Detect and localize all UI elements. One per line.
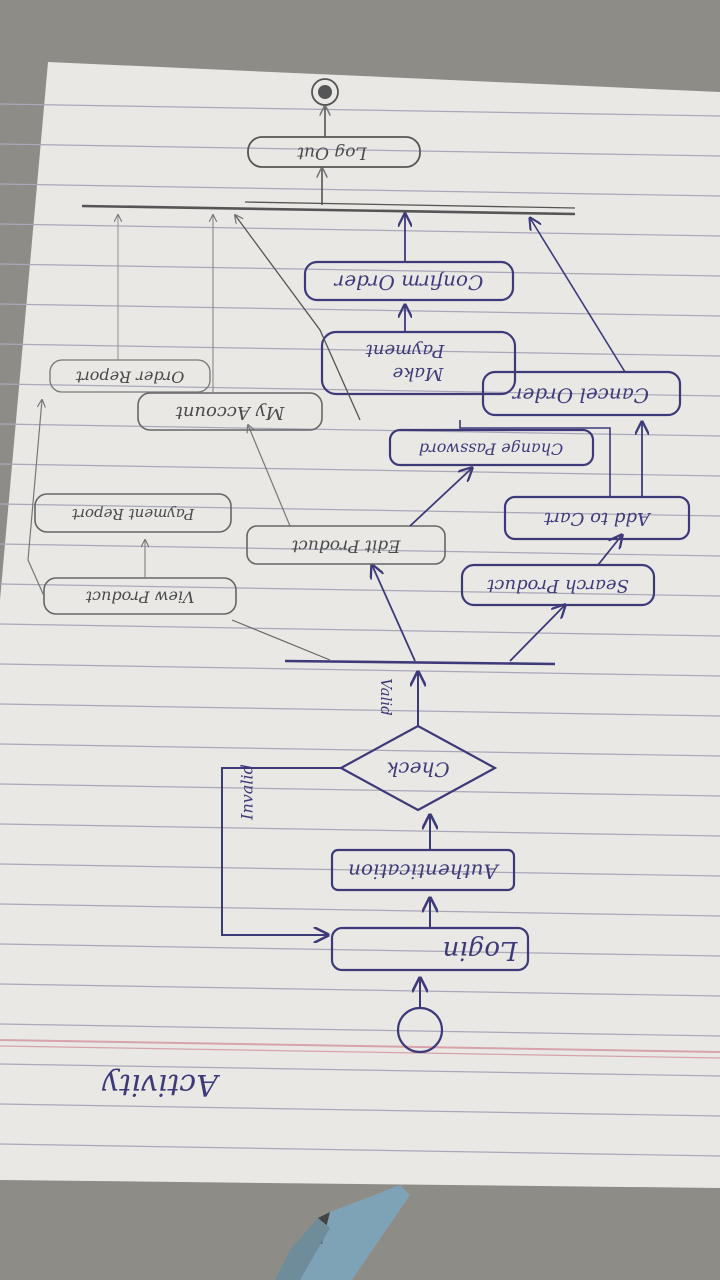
ruled-line	[0, 143, 720, 157]
log-out-label: Log Out	[297, 143, 368, 163]
fork-bar	[284, 659, 556, 666]
order-report-label: Order Report	[75, 368, 184, 387]
ruled-line	[0, 383, 720, 397]
ruled-line	[0, 743, 720, 757]
ruled-line	[0, 503, 720, 517]
ruled-line	[0, 1103, 720, 1117]
ruled-line	[0, 663, 720, 677]
ruled-line	[0, 1023, 720, 1037]
edit-product-label: Edit Product	[291, 536, 401, 556]
ruled-line	[0, 943, 720, 957]
margin-line	[0, 1039, 720, 1053]
ruled-line	[0, 863, 720, 877]
ruled-line	[0, 583, 720, 597]
order-report-activity	[49, 359, 211, 393]
confirm-order-label: Confirm Order	[333, 271, 483, 295]
edit-product-activity	[246, 525, 446, 565]
cancel-order-label: Cancel Order	[512, 384, 649, 408]
ruled-line	[0, 903, 720, 917]
login-label: Login	[443, 935, 519, 965]
valid-guard: Valid	[377, 678, 395, 716]
make-payment-activity	[320, 330, 517, 396]
invalid-guard: Invalid	[238, 764, 257, 821]
ruled-line	[0, 623, 720, 637]
flow-edit-account	[248, 425, 291, 527]
flow-fork-search	[509, 605, 565, 662]
ruled-line	[0, 263, 720, 277]
search-product-label: Search Product	[486, 575, 628, 596]
ruled-line	[0, 103, 720, 117]
ruled-line	[0, 783, 720, 797]
flow-edit-password	[409, 468, 472, 527]
ruled-line	[0, 703, 720, 717]
my-account-activity	[137, 392, 323, 431]
ruled-line	[0, 1143, 720, 1157]
flow-fork-edit	[372, 565, 416, 662]
search-product-activity	[460, 563, 656, 607]
add-to-cart-activity	[503, 495, 691, 541]
flow-password-join	[235, 215, 361, 421]
flow-cart-make-payment	[459, 420, 611, 497]
payment-report-activity	[34, 493, 232, 533]
final-node-dot	[318, 85, 332, 99]
add-to-cart-label: Add to Cart	[543, 508, 652, 529]
change-password-activity	[388, 428, 595, 467]
ruled-line	[0, 543, 720, 557]
flow-fork-view	[231, 619, 331, 661]
diagram-title: Activity	[101, 1067, 221, 1102]
make-payment-label-1: Make	[393, 363, 445, 384]
ruled-line	[0, 183, 720, 197]
ruled-line	[0, 303, 720, 317]
ruled-line	[0, 223, 720, 237]
ruled-line	[0, 1063, 720, 1077]
check-label: Check	[386, 758, 449, 782]
join-bar-2	[244, 201, 576, 209]
ruled-line	[0, 423, 720, 437]
flow-cancel-join	[530, 218, 626, 373]
ruled-lines	[0, 103, 720, 1157]
change-password-label: Change Password	[419, 440, 563, 459]
margin-line-2	[0, 1045, 720, 1059]
confirm-order-activity	[303, 260, 515, 302]
authentication-label: Authentication	[348, 860, 500, 884]
ruled-line	[0, 823, 720, 837]
log-out-activity	[247, 136, 421, 168]
make-payment-label-2: Payment	[365, 340, 446, 361]
ruled-line	[0, 463, 720, 477]
flow-invalid-loop	[221, 767, 341, 935]
ruled-line	[0, 983, 720, 997]
payment-report-label: Payment Report	[71, 505, 195, 523]
view-product-label: View Product	[85, 588, 194, 607]
pen	[275, 1185, 410, 1280]
authentication-activity	[330, 848, 516, 892]
join-bar	[81, 204, 576, 216]
my-account-label: My Account	[175, 402, 286, 423]
flow-view-join	[27, 400, 44, 597]
initial-node	[396, 1006, 444, 1054]
ruled-line	[0, 343, 720, 357]
final-node	[311, 78, 339, 106]
